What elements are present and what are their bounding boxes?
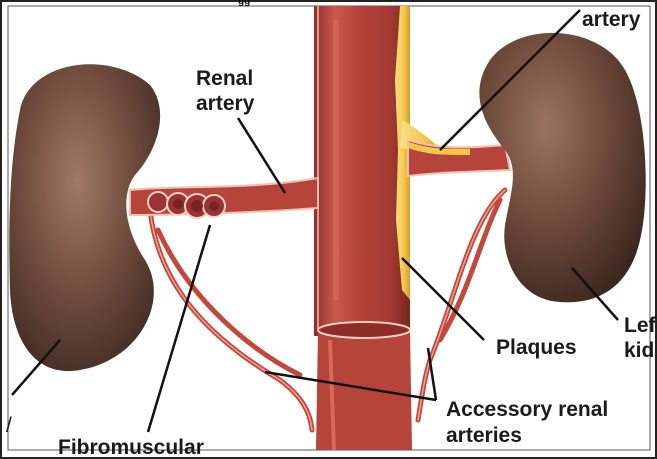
plaques-label: Plaques [496, 336, 577, 359]
renal-artery-right-label: artery [582, 8, 640, 31]
left-kidney-label-line1: Lef [624, 314, 656, 337]
svg-text:gg: gg [238, 0, 250, 7]
accessory-renal-arteries-label-line1: Accessory renal [446, 398, 608, 421]
accessory-renal-arteries-label-line2: arteries [446, 424, 522, 447]
renal-artery-label-line2: artery [196, 92, 254, 115]
renal-artery-label-line1: Renal [196, 67, 253, 90]
left-kidney-label-line2: kid [624, 339, 654, 362]
fibromuscular-label: Fibromuscular [58, 436, 204, 459]
partial-left-label: / [6, 414, 12, 437]
